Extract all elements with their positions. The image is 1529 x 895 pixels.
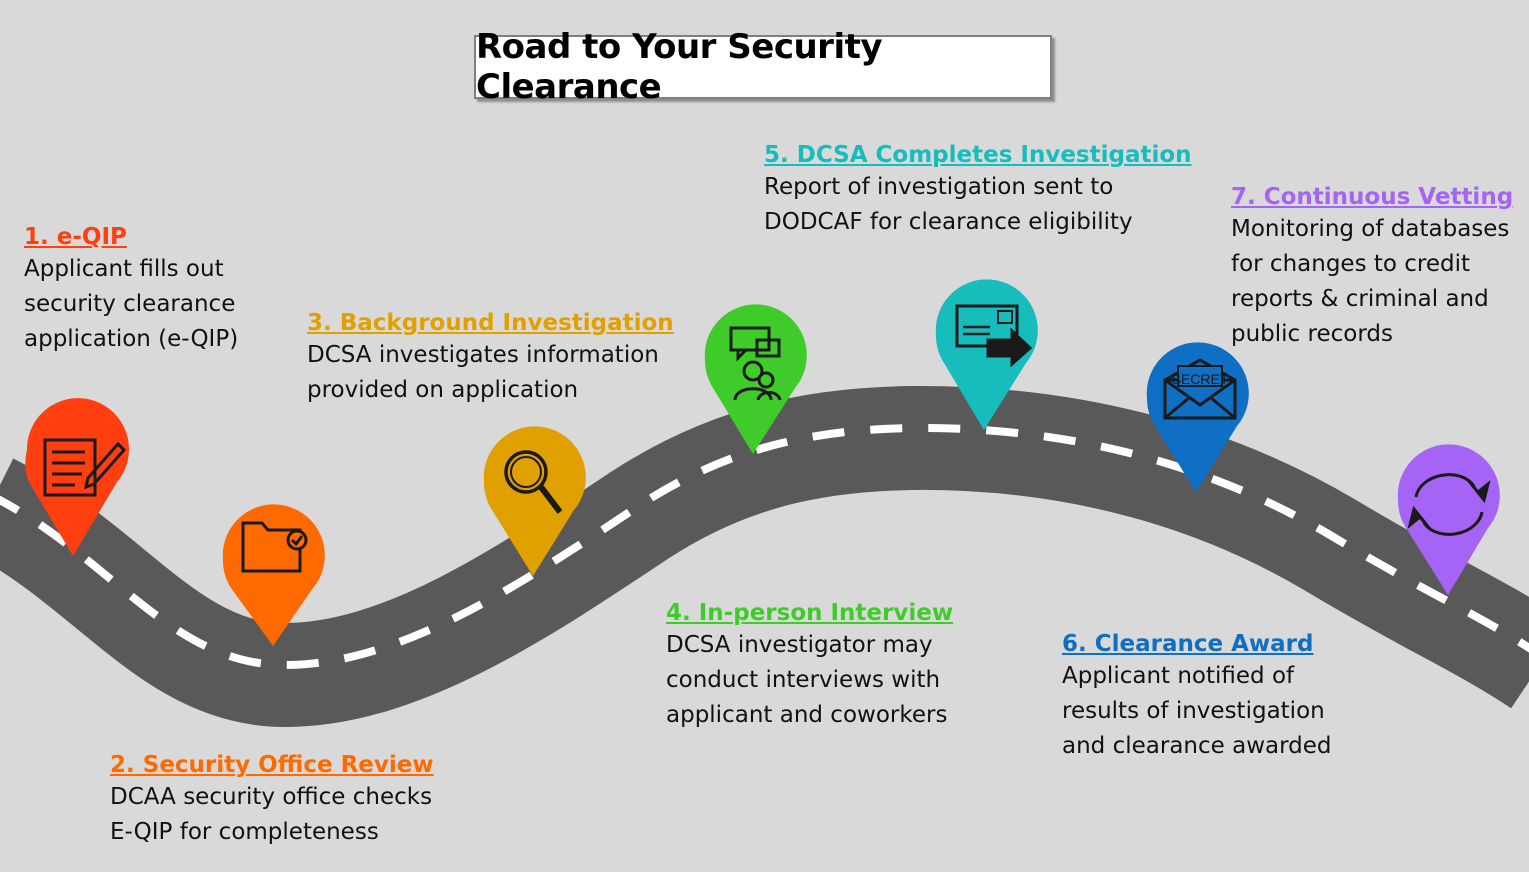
pin-step-6: SECRET [1146, 342, 1249, 492]
pin-step-5 [935, 279, 1038, 430]
pin-step-2 [222, 504, 325, 646]
secret-envelope-icon [1163, 358, 1237, 420]
road [0, 385, 1529, 728]
step-5-line-2: DODCAF for clearance eligibility [764, 209, 1133, 235]
step-7-line-4: public records [1231, 321, 1393, 347]
step-1-line-1: Applicant fills out [24, 256, 224, 282]
road-artwork: SECRET [0, 279, 1529, 728]
document-pen-icon [43, 438, 127, 497]
refresh-cycle-icon [1407, 473, 1491, 536]
step-2-text: 2. Security Office Review DCAA security … [110, 750, 434, 850]
pin-step-3 [483, 426, 586, 576]
step-3-line-1: DCSA investigates information [307, 342, 659, 368]
step-7-line-1: Monitoring of databases [1231, 216, 1510, 242]
step-7-line-2: for changes to credit [1231, 251, 1471, 277]
step-6-line-3: and clearance awarded [1062, 733, 1332, 759]
title-box: Road to Your Security Clearance [474, 27, 1052, 107]
step-4-line-3: applicant and coworkers [666, 702, 948, 728]
bottom-margin [0, 872, 1529, 895]
step-3-text: 3. Background Investigation DCSA investi… [307, 308, 674, 408]
step-6-line-1: Applicant notified of [1062, 663, 1295, 689]
step-4-text: 4. In-person Interview DCSA investigator… [666, 598, 953, 733]
step-6-text: 6. Clearance Award Applicant notified of… [1062, 629, 1332, 764]
step-6-line-2: results of investigation [1062, 698, 1325, 724]
secret-label: SECRET [1172, 371, 1229, 387]
pin-step-1 [25, 398, 129, 556]
report-send-icon [955, 304, 1033, 368]
interview-icon [729, 326, 782, 401]
folder-check-icon [241, 521, 308, 573]
step-6-heading: 6. Clearance Award [1062, 631, 1314, 657]
magnifier-icon [504, 450, 563, 514]
step-7-text: 7. Continuous Vetting Monitoring of data… [1231, 182, 1513, 352]
step-1-line-2: security clearance [24, 291, 236, 317]
step-2-line-1: DCAA security office checks [110, 784, 433, 810]
step-7-line-3: reports & criminal and [1231, 286, 1489, 312]
step-3-heading: 3. Background Investigation [307, 310, 674, 336]
step-5-heading: 5. DCSA Completes Investigation [764, 142, 1192, 168]
step-4-line-2: conduct interviews with [666, 667, 941, 693]
step-2-heading: 2. Security Office Review [110, 752, 434, 778]
step-3-line-2: provided on application [307, 377, 579, 403]
road-center-line [0, 423, 1529, 670]
step-4-heading: 4. In-person Interview [666, 600, 954, 626]
step-5-text: 5. DCSA Completes Investigation Report o… [764, 140, 1192, 240]
step-7-heading: 7. Continuous Vetting [1231, 184, 1514, 210]
page-title: Road to Your Security Clearance [476, 27, 883, 107]
step-2-line-2: E-QIP for completeness [110, 819, 379, 845]
step-1-heading: 1. e-QIP [24, 224, 127, 250]
pin-step-7 [1397, 444, 1500, 595]
step-4-line-1: DCSA investigator may [666, 632, 933, 658]
step-5-line-1: Report of investigation sent to [764, 174, 1114, 200]
infographic-canvas: SECRET Road to Your Security Clearance 1… [0, 0, 1529, 872]
pin-step-4 [704, 304, 807, 454]
step-1-line-3: application (e-QIP) [24, 326, 239, 352]
step-1-text: 1. e-QIP Applicant fills out security cl… [24, 222, 238, 357]
